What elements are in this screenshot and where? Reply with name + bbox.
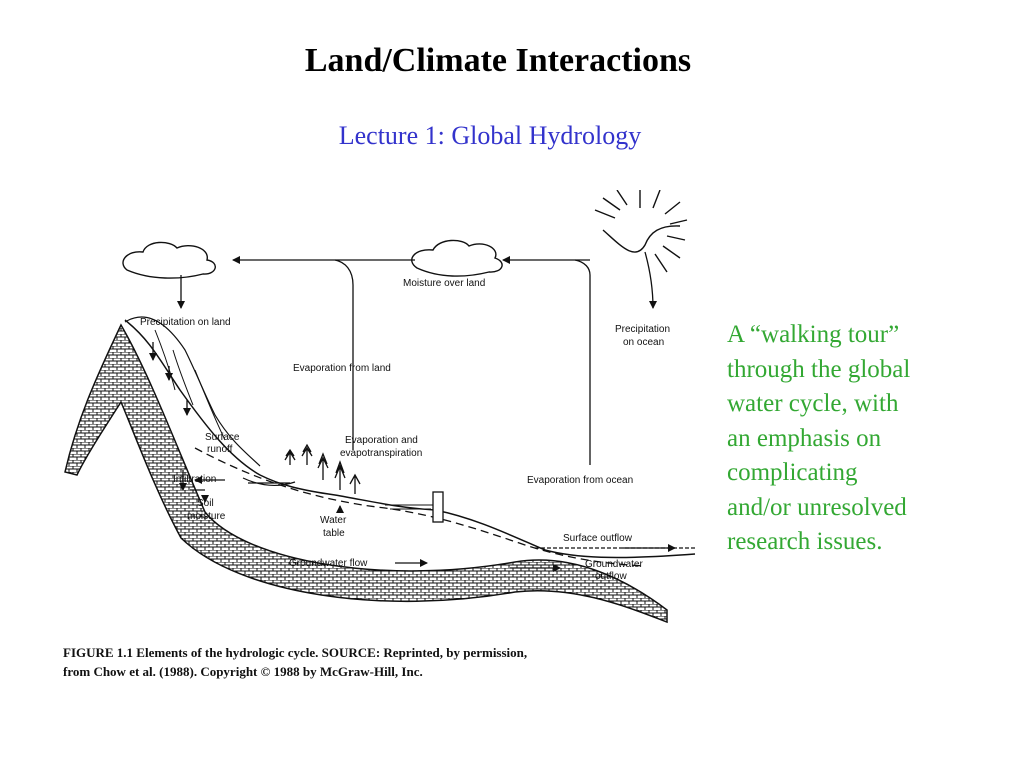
label-groundwater-flow: Groundwater flow — [289, 558, 368, 569]
bedrock-band — [64, 323, 668, 624]
label-evaporation-from-land: Evaporation from land — [293, 363, 391, 374]
label-precipitation-on-ocean-1: Precipitation — [615, 324, 670, 335]
walking-tour-text: A “walking tour” through the global wate… — [727, 318, 1017, 560]
figure-caption-line-1: FIGURE 1.1 Elements of the hydrologic cy… — [63, 645, 527, 660]
hydrologic-cycle-figure: Moisture over land Precipitation on land… — [63, 190, 696, 679]
label-groundwater-outflow-1: Groundwater — [585, 559, 643, 570]
tour-line: A “walking tour” — [727, 321, 900, 348]
label-surface-runoff-1: Surface — [205, 432, 240, 443]
sun — [594, 190, 688, 273]
label-evaporation-from-ocean: Evaporation from ocean — [527, 475, 633, 486]
label-soil-moisture-2: moisture — [187, 511, 226, 522]
tour-line: water cycle, with — [727, 390, 899, 417]
tour-line: complicating — [727, 459, 858, 486]
cloud-left — [122, 241, 216, 279]
tour-line: research issues. — [727, 528, 883, 555]
figure-caption-line-2: from Chow et al. (1988). Copyright © 198… — [63, 664, 423, 679]
flow-arrows — [149, 251, 676, 572]
label-precipitation-on-ocean-2: on ocean — [623, 337, 664, 348]
tree-group — [284, 443, 361, 494]
dam — [432, 491, 444, 523]
label-surface-outflow: Surface outflow — [563, 533, 633, 544]
tour-line: an emphasis on — [727, 424, 882, 452]
label-evapotranspiration-2: evapotranspiration — [340, 448, 422, 459]
tour-line: through the global — [727, 355, 911, 383]
label-soil-moisture-1: Soil — [197, 498, 214, 509]
label-groundwater-outflow-2: outflow — [595, 571, 627, 582]
tour-line: and/or unresolved — [727, 493, 907, 521]
label-infiltration: Infiltration — [173, 474, 216, 485]
label-moisture-over-land: Moisture over land — [403, 278, 485, 289]
label-water-table-2: table — [323, 528, 345, 539]
lake — [242, 477, 296, 487]
land-surface — [124, 319, 696, 559]
label-precipitation-on-land: Precipitation on land — [140, 317, 231, 328]
label-surface-runoff-2: runoff — [207, 444, 233, 455]
label-water-table-1: Water — [320, 515, 347, 526]
slide-title: Land/Climate Interactions — [304, 42, 692, 79]
cloud-center — [411, 239, 503, 277]
slide-subtitle: Lecture 1: Global Hydrology — [338, 121, 642, 150]
label-evapotranspiration-1: Evaporation and — [345, 435, 418, 446]
